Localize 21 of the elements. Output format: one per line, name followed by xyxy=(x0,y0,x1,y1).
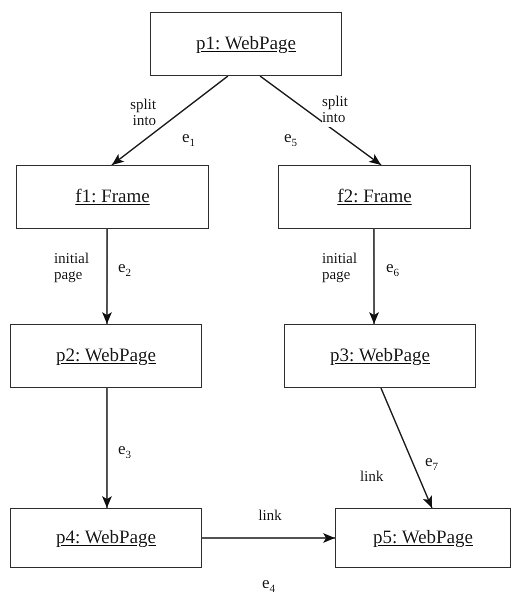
object-box xyxy=(10,324,202,388)
arrow xyxy=(380,388,433,508)
object-box xyxy=(16,165,209,229)
arrow xyxy=(202,533,335,543)
object-name: f2: Frame xyxy=(337,186,412,208)
object-name: p3: WebPage xyxy=(330,345,430,367)
object-box xyxy=(335,508,511,568)
object-box xyxy=(150,12,342,76)
object-box xyxy=(10,508,202,568)
object-name: p4: WebPage xyxy=(56,527,156,549)
object-name: p1: WebPage xyxy=(196,33,296,55)
arrow xyxy=(111,75,228,166)
object-box xyxy=(284,324,476,388)
object-name: p2: WebPage xyxy=(56,345,156,367)
arrow xyxy=(102,388,112,508)
object-name: p5: WebPage xyxy=(373,527,473,549)
arrow xyxy=(102,229,112,324)
arrow xyxy=(369,229,380,324)
arrow xyxy=(260,75,382,166)
object-box xyxy=(278,165,471,229)
object-name: f1: Frame xyxy=(75,186,150,208)
